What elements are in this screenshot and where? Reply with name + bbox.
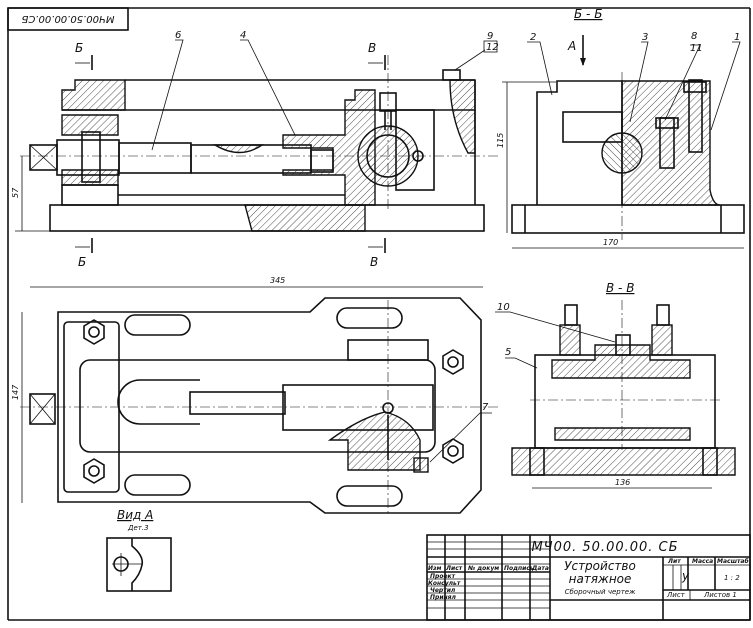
corner-stamp-text: МЧ00.50.00.00.СБ xyxy=(21,13,114,24)
sheet-label: Лист xyxy=(666,591,686,599)
corner-stamp: МЧ00.50.00.00.СБ xyxy=(7,7,129,31)
dim-345: 345 xyxy=(270,276,285,285)
dim-136: 136 xyxy=(615,478,630,487)
leader-3: 3 xyxy=(642,32,648,43)
leader-11: 11 xyxy=(690,43,703,54)
header-list: Лист xyxy=(445,565,463,572)
title-block-designation: МЧ00. 50.00.00. СБ xyxy=(531,540,678,555)
title-block-name-line2: натяжное xyxy=(569,572,632,586)
hex-nut-icon xyxy=(83,458,105,484)
section-vv-title: В - В xyxy=(606,281,634,295)
hex-nut-icon xyxy=(442,349,464,375)
dim-170: 170 xyxy=(603,238,618,247)
header-sign: Подпись xyxy=(504,565,534,572)
mass-label: Масса xyxy=(692,558,713,565)
leader-12: 12 xyxy=(486,42,499,53)
leader-1: 1 xyxy=(734,32,740,43)
scale-label: Масштаб xyxy=(717,558,749,565)
section-mark-v-bottom: В xyxy=(370,255,378,269)
view-arrow-a: А xyxy=(567,39,576,53)
sheets-label: Листов 1 xyxy=(703,591,737,599)
leader-4: 4 xyxy=(240,30,246,41)
leader-10: 10 xyxy=(497,302,510,313)
leader-7: 7 xyxy=(482,402,489,413)
hex-nut-icon xyxy=(442,438,464,464)
leader-8: 8 xyxy=(691,31,697,42)
section-mark-v-top: В xyxy=(368,41,376,55)
leader-6: 6 xyxy=(175,30,181,41)
view-a: Вид А Дет.3 xyxy=(106,508,172,592)
dim-115: 115 xyxy=(496,133,505,148)
role-project: Проект xyxy=(430,573,456,580)
scale-value: 1 : 2 xyxy=(724,574,740,582)
leader-9: 9 xyxy=(487,31,493,42)
hex-nut-icon xyxy=(83,319,105,345)
header-date: Дата xyxy=(531,565,549,572)
lit-label: Лит xyxy=(667,558,681,565)
section-bb-view: Б - Б А 2 3 8 11 1 115 170 xyxy=(496,7,745,249)
header-doc-no: № докум xyxy=(467,565,499,572)
dim-57: 57 xyxy=(11,187,20,198)
role-consult: Консульт xyxy=(428,580,461,587)
title-block-name-line1: Устройство xyxy=(564,559,636,573)
plan-view: 345 147 7 xyxy=(11,276,500,515)
view-a-subtitle: Дет.3 xyxy=(127,524,149,532)
view-a-title: Вид А xyxy=(117,508,153,522)
front-view: Б Б В В 6 4 9 12 57 xyxy=(11,30,500,269)
header-izm: Изм xyxy=(428,565,442,572)
lit-value: у xyxy=(681,569,690,583)
role-drafted: Чертил xyxy=(430,587,456,594)
role-accepted: Принял xyxy=(430,594,457,601)
leader-2: 2 xyxy=(530,32,536,43)
section-vv-view: В - В 10 5 136 xyxy=(495,281,736,489)
section-bb-title: Б - Б xyxy=(574,7,602,21)
leader-5: 5 xyxy=(505,347,511,358)
dim-147: 147 xyxy=(11,384,20,400)
section-mark-b-bottom: Б xyxy=(78,255,86,269)
title-block: МЧ00. 50.00.00. СБ Устройство натяжное С… xyxy=(426,534,751,621)
section-mark-b-top: Б xyxy=(75,41,83,55)
title-block-doc-type: Сборочный чертеж xyxy=(565,588,636,596)
